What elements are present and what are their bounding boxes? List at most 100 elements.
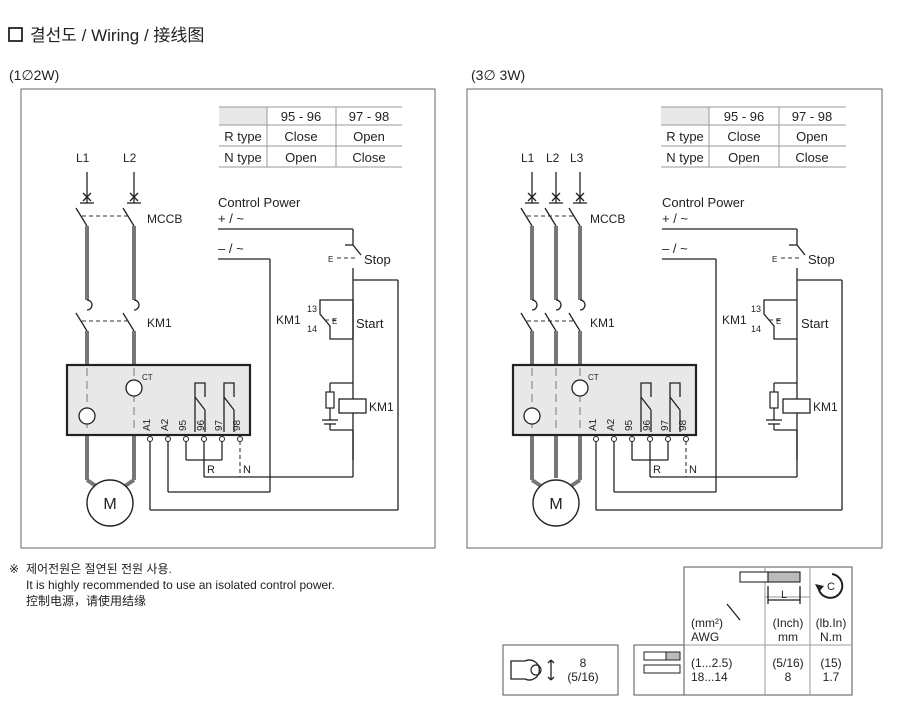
control-wiring-1: E Stop E Start KM1 13 14 KM1 [149,228,399,511]
col3-value-nm: 1.7 [823,670,840,684]
relay-module-1: CT [65,363,252,437]
line-label-l3-2: L3 [570,151,584,165]
terminal-a1-2: A1 [588,418,599,431]
col1-value-awg: 18...14 [691,670,728,684]
contact-table-1: 95 - 96 97 - 98 R type Close Open N type… [219,106,402,168]
motor-icon [532,479,580,527]
line-label-l2-2: L2 [546,151,560,165]
n-label-1: N [243,464,251,476]
motor-icon [86,479,134,527]
table-1-r-9798: Open [353,129,385,144]
table-2-r-type: R type [666,129,704,144]
terminal-a2-2: A2 [606,418,617,431]
n-label-2: N [689,464,697,476]
terminal-95-1: 95 [178,419,189,431]
contact-13-label-2: 13 [751,304,761,314]
length-label: L [781,589,787,601]
km1-contact-2: KM1 [520,299,615,332]
table-1-header-95-96: 95 - 96 [281,109,321,124]
footnote-korean: 제어전원은 절연된 전원 사용. [26,562,172,576]
table-2-n-type: N type [666,150,704,165]
line-label-l1: L1 [76,151,90,165]
contact-14-label-2: 14 [751,324,761,334]
ct-sensor-2-icon [78,407,96,425]
terminal-98-2: 98 [678,419,689,431]
diagram-2-frame [466,88,883,549]
ring-terminal-icon [510,659,555,681]
col2-head-mm: mm [778,630,798,644]
ring-size: 8 [580,656,587,670]
control-plus-label-2: + / ~ [662,211,688,226]
stop-e-label-1: E [328,255,333,264]
line-label-l1-2: L1 [521,151,535,165]
diagram-1-frame [20,88,436,549]
terminal-96-2: 96 [642,419,653,431]
col3-head-nm: N.m [820,630,842,644]
km1-coil-icon [338,398,367,414]
terminal-a1-1: A1 [142,418,153,431]
page-title: 결선도 / Wiring / 接线图 [8,26,204,45]
col3-value-lbin: (15) [820,656,841,670]
footnote-chinese: 控制电源，请使用结缘 [26,594,147,608]
mccb-breaker-1: MCCB [75,172,182,227]
ct-sensor-icon [125,379,143,397]
col1-value-range: (1...2.5) [691,656,732,670]
diagram-2-label: (3∅ 3W) [471,67,525,83]
col1-head-mm2: (mm²) [691,616,723,630]
terminal-95-2: 95 [624,419,635,431]
table-1-n-9596: Open [285,150,317,165]
wiring-diagram-3phase: (3∅ 3W) 95 - 96 97 - 98 R type Close Ope… [466,67,883,549]
mccb-breaker-2: MCCB [520,172,625,227]
mccb-label-1: MCCB [147,212,182,226]
control-minus-label-2: – / ~ [662,241,688,256]
km1-aux-label-2: KM1 [722,313,747,327]
relay-module-2: CT [511,363,698,437]
line-label-l2: L2 [123,151,137,165]
table-2-header-97-98: 97 - 98 [792,109,832,124]
stop-label-2: Stop [808,252,835,267]
footnote-mark: ※ [9,562,20,576]
table-1-n-9798: Close [352,150,385,165]
wire-strip-icon [643,651,681,674]
ct-sensor-icon [571,379,589,397]
r-label-1: R [207,464,215,476]
km1-aux-label-1: KM1 [276,313,301,327]
mccb-label-2: MCCB [590,212,625,226]
table-1-header-97-98: 97 - 98 [349,109,389,124]
table-2-header-95-96: 95 - 96 [724,109,764,124]
stripped-wire-icon [739,571,801,604]
control-power-label-2: Control Power [662,195,745,210]
col3-head-lbin: (lb.In) [816,616,847,630]
col1-head-awg: AWG [691,630,719,644]
terminal-97-1: 97 [214,419,225,431]
start-e-label-1: E [332,317,337,326]
control-minus-label-1: – / ~ [218,241,244,256]
km1-label-2: KM1 [590,316,615,330]
ring-size-inch: (5/16) [567,670,598,684]
title-checkbox-icon [8,27,23,42]
table-2-n-9596: Open [728,150,760,165]
r-label-2: R [653,464,661,476]
wiring-diagram-1phase: (1∅2W) 95 - 96 97 - 98 R type Close Open… [9,67,436,549]
terminal-98-1: 98 [232,419,243,431]
start-label-1: Start [356,316,384,331]
contact-13-label-1: 13 [307,304,317,314]
start-e-label-2: E [776,317,781,326]
table-1-r-9596: Close [284,129,317,144]
torque-icon [815,573,844,599]
table-1-n-type: N type [224,150,262,165]
stop-e-label-2: E [772,255,777,264]
km1-coil-label-1: KM1 [369,400,394,414]
motor-label-1: M [103,496,116,513]
motor-2: M [530,478,582,527]
contact-14-label-1: 14 [307,324,317,334]
control-power-label-1: Control Power [218,195,301,210]
ct-label-1: CT [142,373,153,382]
motor-1: M [85,478,136,527]
motor-label-2: M [549,496,562,513]
stop-label-1: Stop [364,252,391,267]
km1-label-1: KM1 [147,316,172,330]
table-2-r-9596: Close [727,129,760,144]
contact-table-2: 95 - 96 97 - 98 R type Close Open N type… [661,106,846,168]
wire-spec-table: 8 (5/16) L C (mm²) AWG (Inch) m [502,566,853,696]
